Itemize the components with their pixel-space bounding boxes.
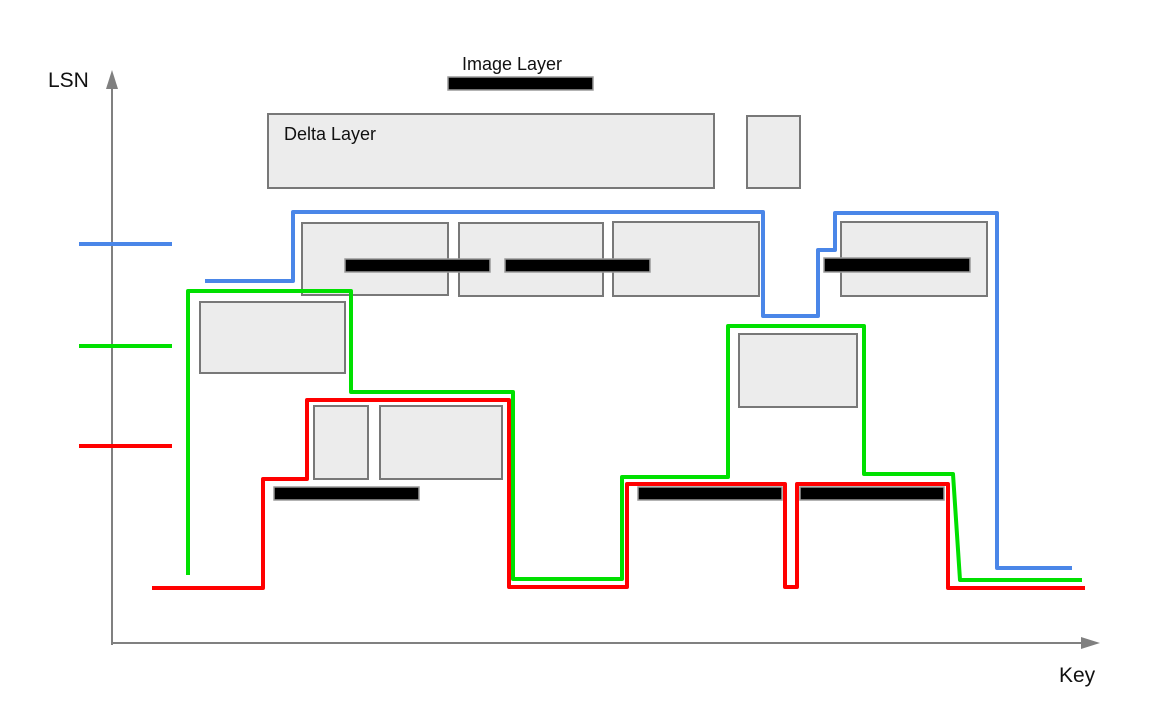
image-bar-row1-left <box>344 258 491 273</box>
lsn-ticks-group <box>79 242 172 448</box>
lsn-lines-group <box>152 210 1085 590</box>
image-layer-label: Image Layer <box>462 54 562 74</box>
y-axis-label: LSN <box>48 69 89 92</box>
delta-rect-mid-right <box>738 333 858 408</box>
delta-rect-mid-left <box>199 301 346 374</box>
x-axis-label: Key <box>1059 664 1096 687</box>
delta-rect-top-small <box>746 115 801 189</box>
delta-rect-low-wide <box>379 405 503 480</box>
delta-layer-rects-group <box>199 113 988 480</box>
image-bar-low-left <box>273 486 420 501</box>
image-bar-row1-right <box>823 257 971 273</box>
image-bar-row1-mid <box>504 258 651 273</box>
delta-layer-legend-rect <box>267 113 715 189</box>
image-layer-legend-bar <box>447 76 594 91</box>
axes-group <box>106 70 1100 649</box>
delta-layer-label: Delta Layer <box>284 124 376 144</box>
image-bar-low-right <box>799 486 945 501</box>
lsn-line-green <box>186 289 1082 582</box>
delta-rect-low-small <box>313 405 369 480</box>
x-axis-arrowhead-icon <box>1081 637 1100 649</box>
lsn-line-red <box>152 398 1085 590</box>
image-bar-low-mid <box>637 486 783 501</box>
image-layer-bars-group <box>273 76 971 501</box>
lsn-line-blue <box>205 210 1072 570</box>
y-axis-arrowhead-icon <box>106 70 118 89</box>
